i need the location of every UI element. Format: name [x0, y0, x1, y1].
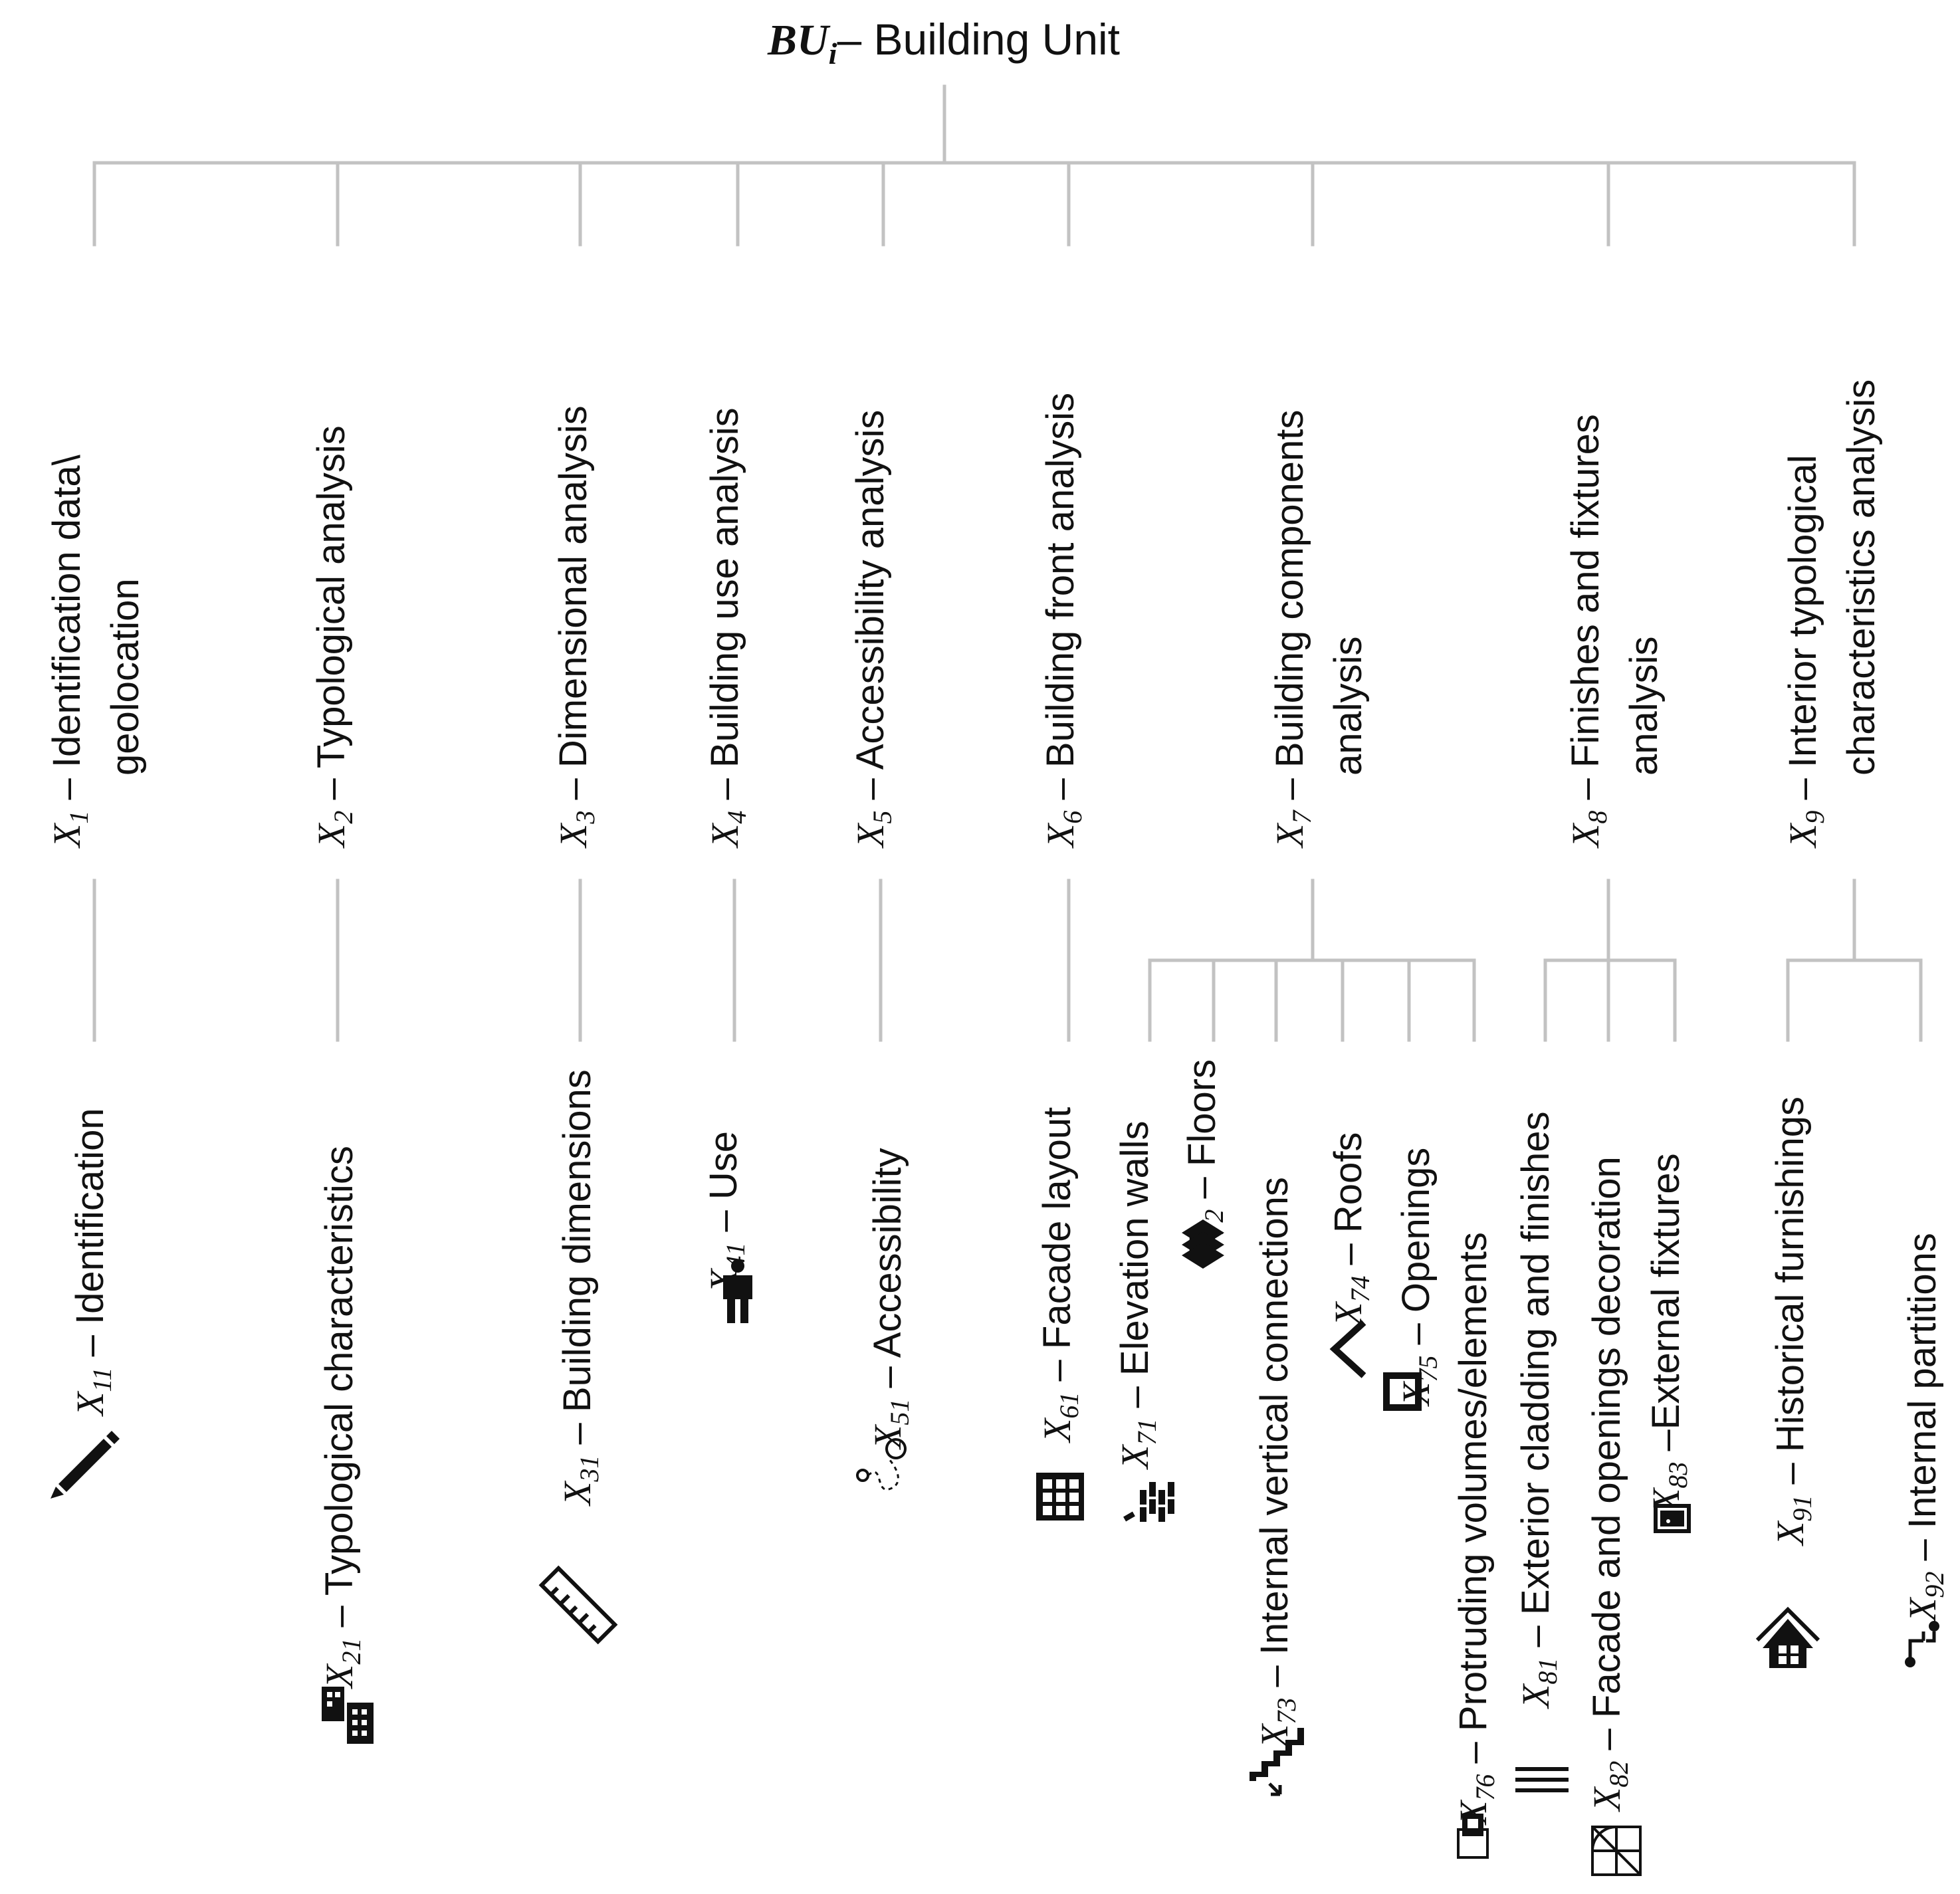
leaf-label: X61 – Facade layout	[1035, 1107, 1084, 1443]
category-x4: X4 – Building use analysis	[703, 407, 752, 849]
leaf-x51: X51 – Accessibility	[866, 1148, 915, 1450]
connector-lines	[92, 84, 1923, 1042]
category-label: X6 – Building front analysis	[1039, 393, 1087, 849]
category-x3: X3 – Dimensional analysis	[552, 405, 600, 849]
cladding-lines-icon	[1515, 1767, 1569, 1792]
leaf-label: X51 – Accessibility	[866, 1148, 915, 1450]
category-label: X3 – Dimensional analysis	[552, 405, 600, 849]
leaf-label: X75 – Openings	[1394, 1148, 1443, 1407]
leaf-label: X21 – Typological characteristics	[318, 1146, 366, 1689]
leaf-x11: X11 – Identification	[68, 1108, 117, 1417]
house-icon	[1755, 1606, 1820, 1668]
door-fixture-icon	[1654, 1504, 1691, 1533]
category-label: X7 – Building components	[1268, 410, 1317, 849]
buildings-icon	[322, 1687, 374, 1744]
stairs-icon	[1250, 1728, 1304, 1796]
leaf-label: X41 – Use	[702, 1131, 750, 1294]
category-x2: X2 – Typological analysis	[310, 425, 358, 849]
category-x5: X5 – Accessibility analysis	[849, 410, 897, 849]
leaf-x83: X83 –External fixtures	[1644, 1153, 1693, 1513]
category-label-line2: analysis	[1327, 636, 1370, 776]
decoration-icon	[1591, 1826, 1642, 1876]
partition-icon	[1905, 1621, 1939, 1667]
category-label-line2: analysis	[1622, 636, 1666, 776]
leaf-label: X11 – Identification	[68, 1108, 117, 1417]
leaf-x31: X31 – Building dimensions	[556, 1069, 604, 1507]
protruding-volume-icon	[1457, 1814, 1489, 1859]
leaf-label: X92 – Internal partitions	[1901, 1233, 1949, 1623]
leaf-label: X81 – Exterior cladding and finishes	[1514, 1111, 1563, 1709]
category-label-line2: characteristics analysis	[1840, 379, 1883, 776]
category-x6: X6 – Building front analysis	[1039, 393, 1087, 849]
category-label: X8 – Finishes and fixtures	[1564, 414, 1612, 849]
facade-grid-icon	[1036, 1473, 1084, 1521]
leaf-x91: X91 – Historical furnishings	[1769, 1097, 1817, 1546]
leaf-label: X76 – Protruding volumes/elements	[1452, 1232, 1500, 1826]
opening-square-icon	[1383, 1372, 1422, 1411]
leaf-label: X91 – Historical furnishings	[1769, 1097, 1817, 1546]
leaf-icons	[51, 1219, 1939, 1876]
category-label: X9 – Interior typological	[1781, 455, 1830, 849]
leaf-label: X73 – Internal vertical connections	[1253, 1177, 1301, 1749]
leaf-label: X71 – Elevation walls	[1113, 1120, 1162, 1470]
roof-icon	[1329, 1320, 1366, 1378]
ruler-icon	[538, 1565, 618, 1645]
leaf-x81: X81 – Exterior cladding and finishes	[1514, 1111, 1563, 1709]
leaf-label: X74 – Roofs	[1327, 1132, 1375, 1327]
category-label: X1 – Identification data\	[45, 454, 94, 849]
root-title-text: BUi– Building Unit	[767, 15, 1120, 70]
leaf-label: X31 – Building dimensions	[556, 1069, 604, 1507]
person-icon	[723, 1259, 752, 1323]
leaf-x71: X71 – Elevation walls	[1113, 1120, 1162, 1470]
leaf-x82: X82 – Facade and openings decoration	[1585, 1156, 1634, 1812]
layers-icon	[1182, 1219, 1224, 1269]
leaf-nodes: X11 – Identification X21 – Typological ch…	[68, 1059, 1949, 1826]
category-label: X2 – Typological analysis	[310, 425, 358, 849]
leaf-x61: X61 – Facade layout	[1035, 1107, 1084, 1443]
category-nodes: X1 – Identification data\geolocation X2 –…	[45, 379, 1883, 849]
leaf-x74: X74 – Roofs	[1327, 1132, 1375, 1327]
category-label-line2: geolocation	[104, 578, 147, 776]
category-label: X5 – Accessibility analysis	[849, 410, 897, 849]
root-title: BUi– Building Unit	[767, 15, 1120, 70]
pencil-icon	[51, 1431, 120, 1499]
category-label: X4 – Building use analysis	[703, 407, 752, 849]
leaf-x41: X41 – Use	[702, 1131, 750, 1294]
leaf-x76: X76 – Protruding volumes/elements	[1452, 1232, 1500, 1826]
leaf-label: X83 –External fixtures	[1644, 1153, 1693, 1513]
category-x1: X1 – Identification data\geolocation	[45, 454, 147, 849]
route-pin-icon	[856, 1438, 907, 1491]
leaf-x75: X75 – Openings	[1394, 1148, 1443, 1407]
leaf-x73: X73 – Internal vertical connections	[1253, 1177, 1301, 1749]
brick-wall-icon	[1123, 1482, 1174, 1522]
leaf-label: X82 – Facade and openings decoration	[1585, 1156, 1634, 1812]
leaf-x21: X21 – Typological characteristics	[318, 1146, 366, 1689]
leaf-x92: X92 – Internal partitions	[1901, 1233, 1949, 1623]
